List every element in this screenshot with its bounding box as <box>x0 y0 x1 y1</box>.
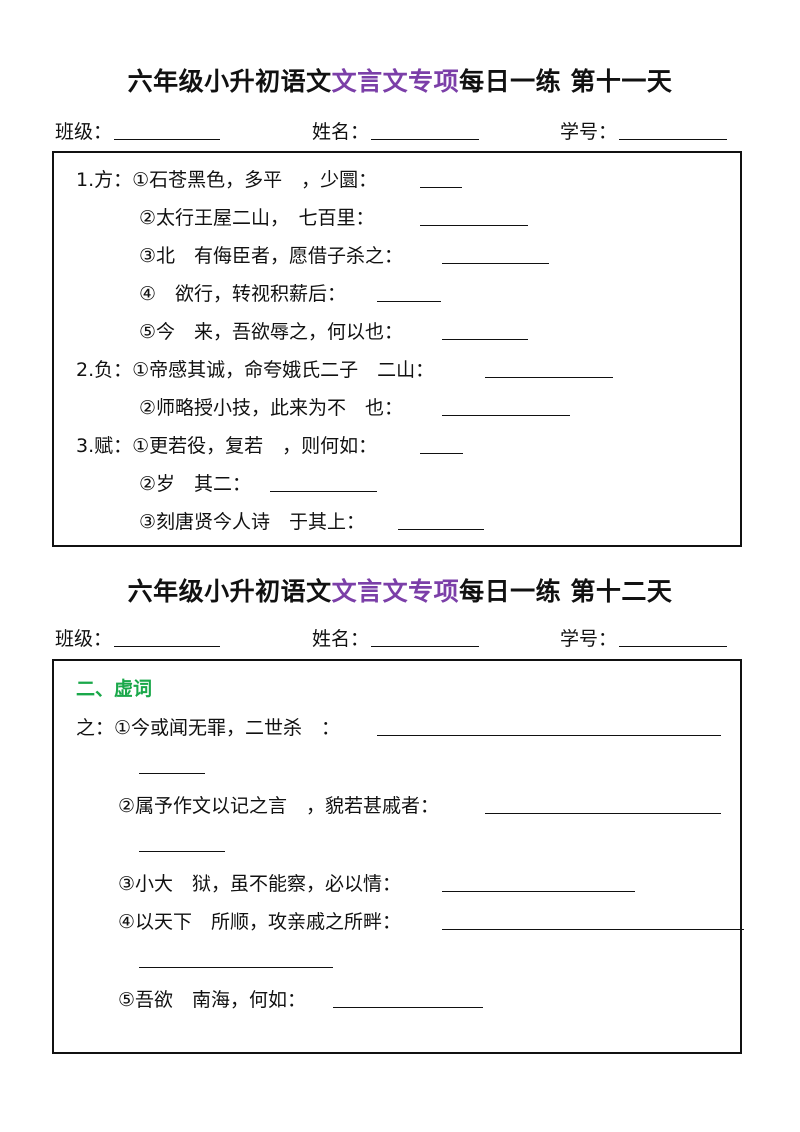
answer-blank[interactable] <box>442 263 549 264</box>
name-field: 姓名： <box>312 117 480 144</box>
answer-blank[interactable] <box>485 377 613 378</box>
name-blank[interactable] <box>371 138 480 140</box>
answer-blank[interactable] <box>270 491 377 492</box>
page-title-day11: 六年级小升初语文文言文专项每日一练 第十一天 <box>127 67 673 96</box>
number-field: 学号： <box>560 624 728 651</box>
answer-blank[interactable] <box>485 813 721 814</box>
name-blank[interactable] <box>371 645 480 647</box>
list-item: 3.赋：①更若役，复若 ，则何如： <box>76 435 378 457</box>
answer-blank[interactable] <box>442 929 744 930</box>
list-item: ④ 欲行，转视积薪后： <box>139 283 347 305</box>
number-field: 学号： <box>560 117 728 144</box>
class-field: 班级： <box>55 117 221 144</box>
list-item: ④以天下 所顺，攻亲戚之所畔： <box>118 911 402 933</box>
answer-blank[interactable] <box>420 453 463 454</box>
list-item: ③刻唐贤今人诗 于其上： <box>139 511 366 533</box>
answer-blank[interactable] <box>442 891 635 892</box>
list-item: ③小大 狱，虽不能察，必以情： <box>118 873 402 895</box>
list-item: 1.方：①石苍黑色，多平 ，少圜： <box>76 169 378 191</box>
answer-blank[interactable] <box>442 339 528 340</box>
number-blank[interactable] <box>619 138 728 140</box>
page-title-day12: 六年级小升初语文文言文专项每日一练 第十二天 <box>127 577 673 606</box>
class-field: 班级： <box>55 624 221 651</box>
answer-blank[interactable] <box>139 967 333 968</box>
answer-blank[interactable] <box>420 225 528 226</box>
section-title: 二、虚词 <box>76 678 153 700</box>
answer-blank[interactable] <box>442 415 570 416</box>
answer-blank[interactable] <box>398 529 484 530</box>
list-item: ②师略授小技，此来为不 也： <box>139 397 404 419</box>
list-item: 之：①今或闻无罪，二世杀 ： <box>76 717 341 739</box>
name-field: 姓名： <box>312 624 480 651</box>
answer-blank[interactable] <box>333 1007 483 1008</box>
answer-blank[interactable] <box>139 851 225 852</box>
exercise-box-day11 <box>52 151 742 547</box>
list-item: ⑤今 来，吾欲辱之，何以也： <box>139 321 404 343</box>
answer-blank[interactable] <box>139 773 205 774</box>
list-item: ②太行王屋二山， 七百里： <box>139 207 375 229</box>
answer-blank[interactable] <box>377 735 721 736</box>
list-item: ③北 有侮臣者，愿借子杀之： <box>139 245 404 267</box>
answer-blank[interactable] <box>420 187 462 188</box>
class-blank[interactable] <box>114 138 221 140</box>
class-blank[interactable] <box>114 645 221 647</box>
answer-blank[interactable] <box>377 301 441 302</box>
exercise-box-day12 <box>52 659 742 1054</box>
list-item: ②属予作文以记之言 ，貌若甚戚者： <box>118 795 440 817</box>
number-blank[interactable] <box>619 645 728 647</box>
list-item: ②岁 其二： <box>139 473 252 495</box>
list-item: ⑤吾欲 南海，何如： <box>118 989 307 1011</box>
list-item: 2.负：①帝感其诚，命夸娥氏二子 二山： <box>76 359 435 381</box>
